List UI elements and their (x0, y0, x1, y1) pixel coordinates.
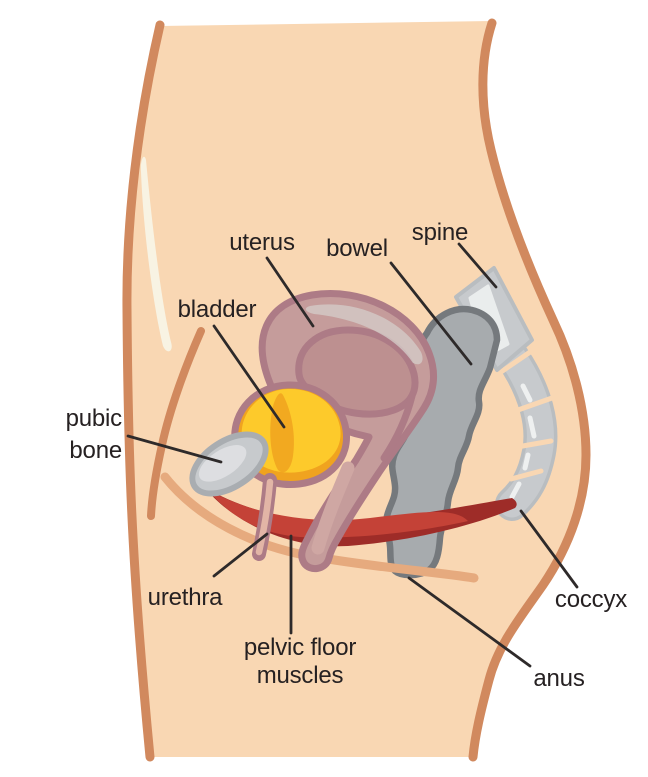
spine-column (498, 344, 554, 518)
pubic-bone-group (189, 431, 269, 497)
anus-leader-line (407, 576, 532, 668)
coccyx-label: coccyx (555, 586, 627, 613)
vagina-canal (311, 461, 355, 555)
urethra-core (255, 478, 274, 556)
bladder-leader-line (212, 324, 286, 429)
pelvic-floor-label-line1: pelvic floor (244, 634, 357, 661)
pubic-bone-leader-line (126, 434, 223, 464)
pelvic-floor-label-line2: muscles (257, 662, 344, 689)
vertebra-highlight (522, 452, 531, 471)
pubic-bone-label-line2: bone (69, 437, 122, 464)
bladder-label: bladder (178, 296, 257, 323)
front-body-outline (122, 20, 165, 762)
vertebra-gap (495, 345, 539, 377)
spine-label: spine (412, 219, 468, 246)
vertebra-highlight (520, 383, 533, 403)
cervix-line (380, 392, 416, 462)
bowel-label: bowel (326, 235, 388, 262)
urethra-label: urethra (148, 584, 223, 611)
coccyx-leader-line (519, 509, 579, 589)
back-body-outline (468, 18, 591, 762)
vertebra-highlight (509, 481, 522, 500)
uterus-leader-line (265, 256, 315, 328)
pubic-bone-highlight (198, 445, 247, 482)
uterus-label: uterus (229, 229, 295, 256)
vertebra-gap (515, 395, 555, 413)
pubic-bone-label-line1: pubic (66, 405, 123, 432)
bladder-fold (270, 393, 294, 473)
abdomen-highlight (140, 156, 172, 352)
anus-label: anus (533, 665, 584, 692)
bowel-leader-line (389, 261, 473, 366)
pelvic-floor-muscle-highlight (208, 490, 468, 538)
vertebra-highlight (527, 415, 537, 439)
uterus-sheen (305, 304, 423, 365)
vertebra-gap (514, 438, 554, 450)
vertebra-gap (508, 468, 544, 482)
spine-leader-line (457, 242, 498, 289)
urethra-leader-line (212, 532, 269, 578)
